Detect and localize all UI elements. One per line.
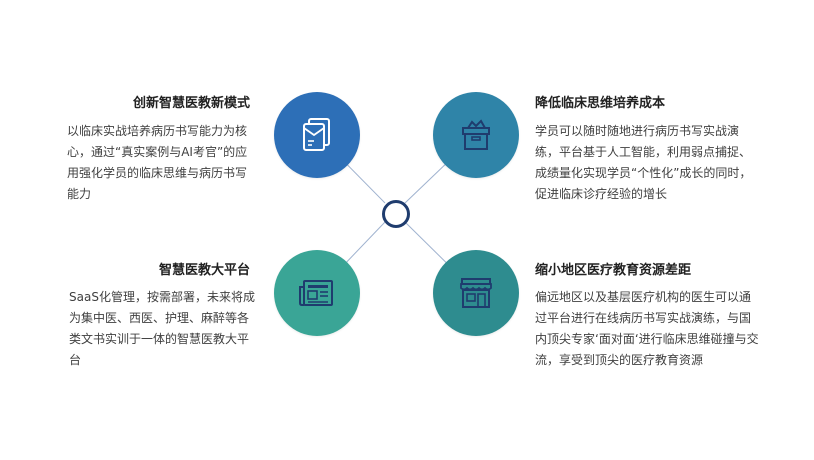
node-bottom-left xyxy=(274,250,360,336)
newspaper-icon xyxy=(299,280,333,306)
documents-icon xyxy=(303,118,330,151)
node-top-left xyxy=(274,92,360,178)
bottom-left-title: 智慧医教大平台 xyxy=(158,263,250,278)
bottom-right-desc: 偏远地区以及基层医疗机构的医生可以通过平台进行在线病历书写实战演练，与国内顶尖专… xyxy=(535,290,759,367)
top-right-desc: 学员可以随时随地进行病历书写实战演练，平台基于人工智能，利用弱点捕捉、成绩量化实… xyxy=(535,124,752,201)
center-hub xyxy=(382,200,410,228)
box-icon xyxy=(462,119,490,150)
node-bottom-right xyxy=(433,250,519,336)
top-left-desc: 以临床实战培养病历书写能力为核心，通过“真实案例与AI考官”的应用强化学员的临床… xyxy=(67,124,248,201)
storefront-icon xyxy=(460,278,492,308)
bottom-right-title: 缩小地区医疗教育资源差距 xyxy=(535,263,692,278)
top-right-title: 降低临床思维培养成本 xyxy=(535,96,666,111)
top-left-title: 创新智慧医教新模式 xyxy=(132,96,250,111)
bottom-left-desc: SaaS化管理，按需部署，未来将成为集中医、西医、护理、麻醉等各类文书实训于一体… xyxy=(69,290,255,367)
node-top-right xyxy=(433,92,519,178)
